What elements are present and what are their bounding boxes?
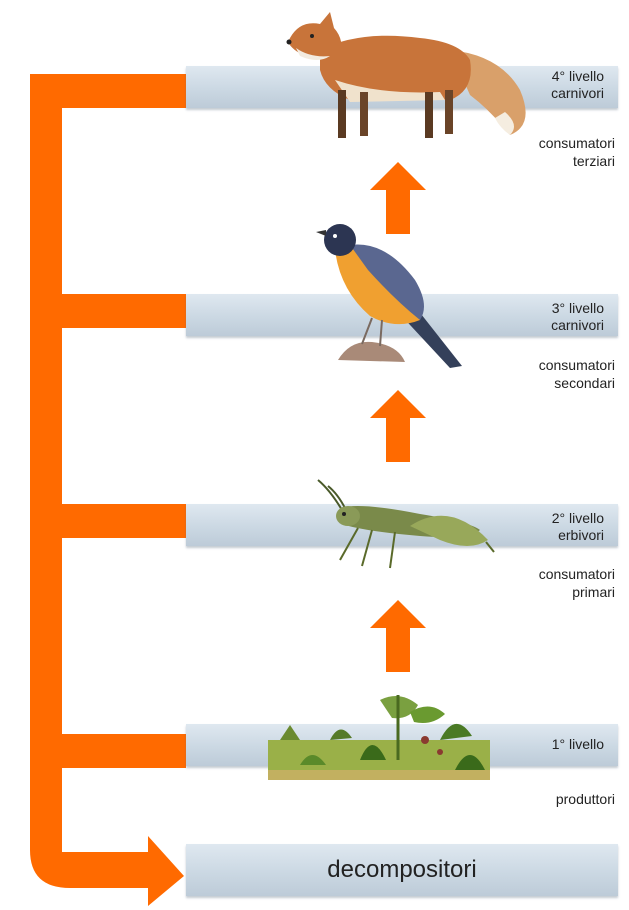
plants-icon [0, 0, 629, 910]
